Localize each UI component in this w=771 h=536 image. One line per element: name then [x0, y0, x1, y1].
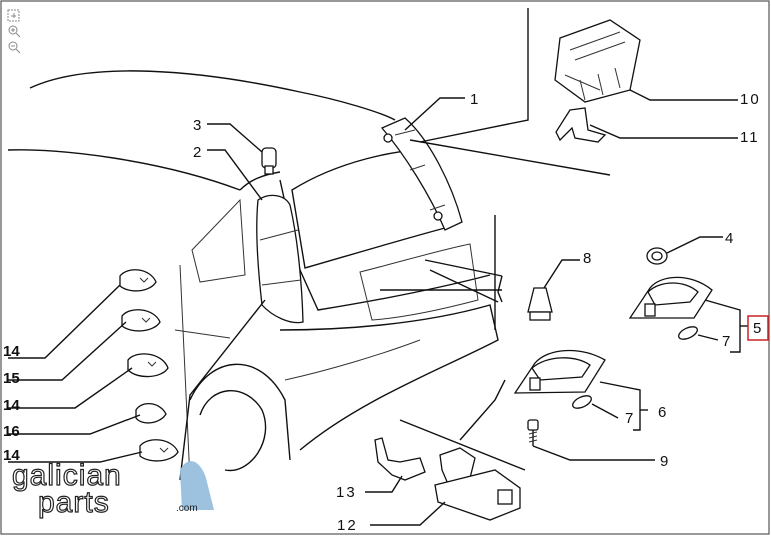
- logo-line-2: parts: [38, 486, 110, 519]
- connector-housing-part-12[interactable]: [434, 447, 521, 521]
- callout-9[interactable]: 9: [660, 453, 670, 470]
- bulb-14-bottom[interactable]: [139, 439, 179, 462]
- callout-12[interactable]: 12: [337, 517, 358, 534]
- callout-labels: 1 2 3 4 5 6 7 7 8 9 10 11 12 13 14 15 14…: [3, 91, 763, 534]
- logo-suffix: .com: [176, 503, 198, 514]
- screw-part-9[interactable]: [527, 419, 539, 446]
- logo-blue-shape: [180, 461, 214, 510]
- galicianparts-logo: galician parts .com: [11, 458, 214, 520]
- plug-part-8[interactable]: [527, 287, 553, 321]
- festoon-bulb-lower[interactable]: [571, 393, 593, 411]
- callout-15[interactable]: 15: [3, 370, 20, 387]
- highlight-box-5: [747, 315, 769, 341]
- callout-16[interactable]: 16: [3, 423, 20, 440]
- zoom-out-icon[interactable]: [7, 40, 21, 54]
- callout-14-mid[interactable]: 14: [3, 397, 20, 414]
- bulb-15[interactable]: [121, 309, 161, 332]
- callout-6[interactable]: 6: [658, 404, 668, 421]
- leader-lines: [8, 8, 748, 526]
- bulb-holder-part-3[interactable]: [261, 147, 277, 175]
- bulb-14-mid[interactable]: [127, 353, 169, 378]
- callout-7-upper[interactable]: 7: [722, 333, 732, 350]
- callout-13[interactable]: 13: [336, 484, 357, 501]
- clip-part-11[interactable]: [555, 107, 607, 143]
- license-lamp-lower[interactable]: [513, 349, 606, 394]
- car-body-outline: [7, 70, 499, 481]
- callout-10[interactable]: 10: [740, 91, 761, 108]
- callout-5[interactable]: 5: [753, 320, 763, 337]
- seal-part-4[interactable]: [646, 247, 668, 265]
- callout-7-lower[interactable]: 7: [625, 410, 635, 427]
- tail-lamp-part-2[interactable]: [256, 194, 304, 324]
- callout-11[interactable]: 11: [740, 129, 760, 146]
- bulb-14-top[interactable]: [119, 269, 157, 292]
- stop-lamp-part-1[interactable]: [380, 117, 463, 231]
- callout-1[interactable]: 1: [470, 91, 480, 108]
- zoom-in-icon[interactable]: [7, 24, 21, 38]
- callout-2[interactable]: 2: [193, 144, 203, 161]
- connector-block-part-10[interactable]: [554, 19, 641, 103]
- fit-page-icon[interactable]: [7, 9, 21, 23]
- callout-4[interactable]: 4: [725, 230, 735, 247]
- callout-14-top[interactable]: 14: [3, 343, 20, 360]
- terminal-part-13[interactable]: [374, 437, 426, 481]
- festoon-bulb-upper[interactable]: [677, 324, 699, 342]
- license-lamp-upper[interactable]: [628, 276, 713, 319]
- callout-14-bottom[interactable]: 14: [3, 447, 20, 464]
- bulb-16[interactable]: [135, 403, 167, 424]
- callout-8[interactable]: 8: [583, 250, 593, 267]
- logo-line-1: galician: [12, 459, 122, 492]
- callout-3[interactable]: 3: [193, 117, 203, 134]
